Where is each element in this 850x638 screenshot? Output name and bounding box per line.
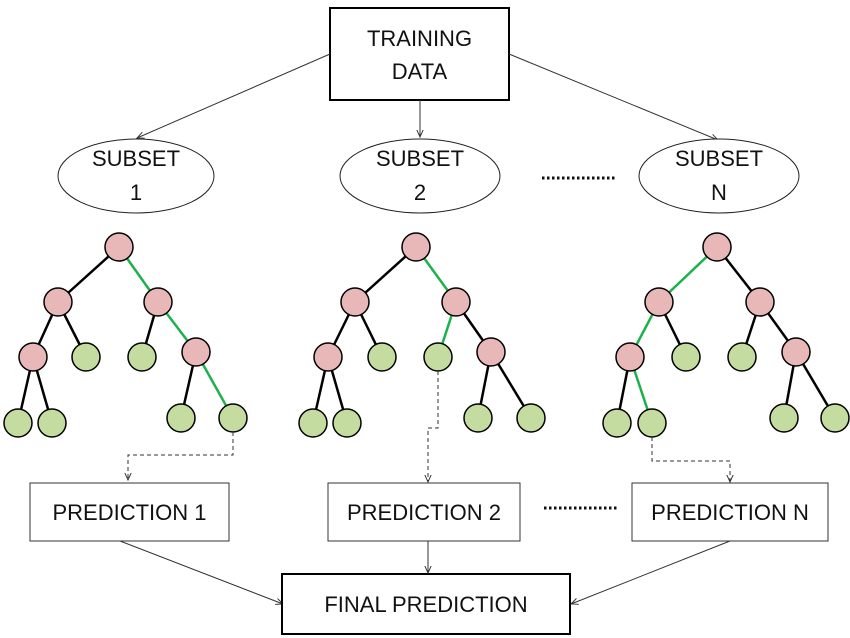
decision-tree-1 bbox=[3, 232, 248, 438]
final-prediction-label: FINAL PREDICTION bbox=[324, 592, 527, 617]
tree-1-internal-node bbox=[181, 337, 211, 367]
tree-1-internal-node bbox=[143, 287, 173, 317]
training-data-label-line1: TRAINING bbox=[367, 26, 472, 51]
tree-2-internal-node bbox=[313, 342, 343, 372]
tree-n-to-prediction-n-connector bbox=[651, 437, 730, 482]
decision-tree-n bbox=[602, 232, 850, 438]
tree-n-selected-leaf-node bbox=[637, 408, 667, 438]
tree-1-leaf-node bbox=[3, 408, 33, 438]
training-data-label-line2: DATA bbox=[392, 59, 448, 84]
decision-tree-2 bbox=[298, 232, 546, 438]
tree-n-leaf-node bbox=[602, 408, 632, 438]
subset-1: SUBSET 1 bbox=[57, 138, 215, 214]
tree-n-leaf-node bbox=[727, 342, 757, 372]
tree-n-leaf-node bbox=[769, 403, 799, 433]
tree-2-leaf-node bbox=[332, 408, 362, 438]
final-prediction-box: FINAL PREDICTION bbox=[281, 573, 571, 635]
subset-n: SUBSET N bbox=[638, 138, 800, 214]
subset-1-label-line2: 1 bbox=[130, 180, 142, 205]
subset-n-label-line1: SUBSET bbox=[675, 146, 763, 171]
arrow-to-subset-n bbox=[508, 53, 718, 140]
tree-n-internal-node bbox=[615, 342, 645, 372]
prediction-1-box: PREDICTION 1 bbox=[29, 482, 230, 542]
tree-2-selected-leaf-node bbox=[423, 342, 453, 372]
leaf-to-prediction-connectors bbox=[128, 371, 730, 482]
subset-1-label-line1: SUBSET bbox=[92, 146, 180, 171]
tree-2-internal-node bbox=[476, 337, 506, 367]
subset-n-label-line2: N bbox=[711, 180, 727, 205]
tree-1-leaf-node bbox=[166, 403, 196, 433]
tree-1-leaf-node bbox=[37, 408, 67, 438]
tree-2-leaf-node bbox=[298, 408, 328, 438]
tree-1-internal-node bbox=[43, 287, 73, 317]
tree-2-root-node bbox=[401, 232, 431, 262]
prediction-1-label: PREDICTION 1 bbox=[52, 500, 206, 525]
tree-1-to-prediction-1-connector bbox=[128, 432, 234, 480]
tree-2-internal-node bbox=[441, 287, 471, 317]
tree-1-leaf-node bbox=[71, 342, 101, 372]
subset-2: SUBSET 2 bbox=[339, 138, 501, 214]
training-data-box: TRAINING DATA bbox=[329, 7, 510, 101]
tree-n-internal-node bbox=[745, 287, 775, 317]
tree-n-internal-node bbox=[644, 287, 674, 317]
tree-2-leaf-node bbox=[516, 403, 546, 433]
arrow-to-subset-1 bbox=[137, 53, 331, 138]
subset-2-label-line1: SUBSET bbox=[376, 146, 464, 171]
tree-n-leaf-node bbox=[671, 342, 701, 372]
prediction-2-label: PREDICTION 2 bbox=[347, 500, 501, 525]
tree-1-leaf-node bbox=[127, 342, 157, 372]
tree-2-internal-node bbox=[340, 287, 370, 317]
arrow-prediction-n-to-final bbox=[571, 540, 731, 604]
prediction-to-final-arrows bbox=[119, 540, 731, 604]
tree-1-internal-node bbox=[18, 342, 48, 372]
prediction-n-box: PREDICTION N bbox=[631, 482, 829, 542]
tree-2-to-prediction-2-connector bbox=[428, 371, 439, 482]
tree-n-leaf-node bbox=[820, 403, 850, 433]
arrow-prediction-1-to-final bbox=[119, 540, 283, 604]
tree-1-selected-leaf-node bbox=[218, 403, 248, 433]
prediction-2-box: PREDICTION 2 bbox=[327, 482, 521, 542]
training-to-subset-arrows bbox=[137, 53, 718, 140]
prediction-n-label: PREDICTION N bbox=[651, 500, 809, 525]
tree-n-root-node bbox=[702, 232, 732, 262]
subset-2-label-line2: 2 bbox=[414, 180, 426, 205]
tree-1-root-node bbox=[104, 232, 134, 262]
tree-2-leaf-node bbox=[463, 403, 493, 433]
tree-n-internal-node bbox=[781, 337, 811, 367]
tree-2-leaf-node bbox=[367, 342, 397, 372]
